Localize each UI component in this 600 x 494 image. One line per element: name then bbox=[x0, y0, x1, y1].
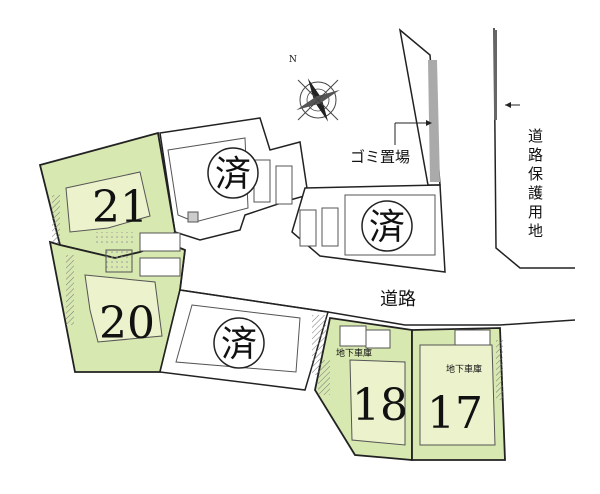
lot-20 bbox=[48, 232, 186, 373]
lot-number-21: 21 bbox=[92, 182, 148, 233]
road-edge bbox=[179, 249, 576, 326]
lot-17 bbox=[411, 327, 506, 461]
sold-marker: 済 bbox=[361, 200, 413, 252]
svg-text:済: 済 bbox=[221, 324, 257, 365]
lot-number-17: 17 bbox=[427, 388, 483, 439]
basement-garage-label: 地下車庫 bbox=[336, 347, 372, 359]
sold-marker: 済 bbox=[213, 317, 265, 369]
svg-text:済: 済 bbox=[369, 207, 405, 248]
compass-north-label: N bbox=[289, 55, 297, 65]
svg-text:済: 済 bbox=[215, 154, 251, 195]
garbage-label: ゴミ置場 bbox=[350, 148, 410, 166]
sold-marker: 済 bbox=[207, 147, 259, 199]
road-label: 道路 bbox=[380, 289, 416, 310]
lot-number-20: 20 bbox=[99, 298, 155, 349]
lot-number-18: 18 bbox=[352, 380, 408, 431]
lot-18 bbox=[314, 316, 413, 461]
road-reserve-strip bbox=[493, 27, 575, 269]
road-reserve-label: 道路保護用地 bbox=[526, 128, 544, 242]
compass-rose-icon bbox=[296, 78, 340, 122]
basement-garage-label: 地下車庫 bbox=[446, 363, 482, 375]
